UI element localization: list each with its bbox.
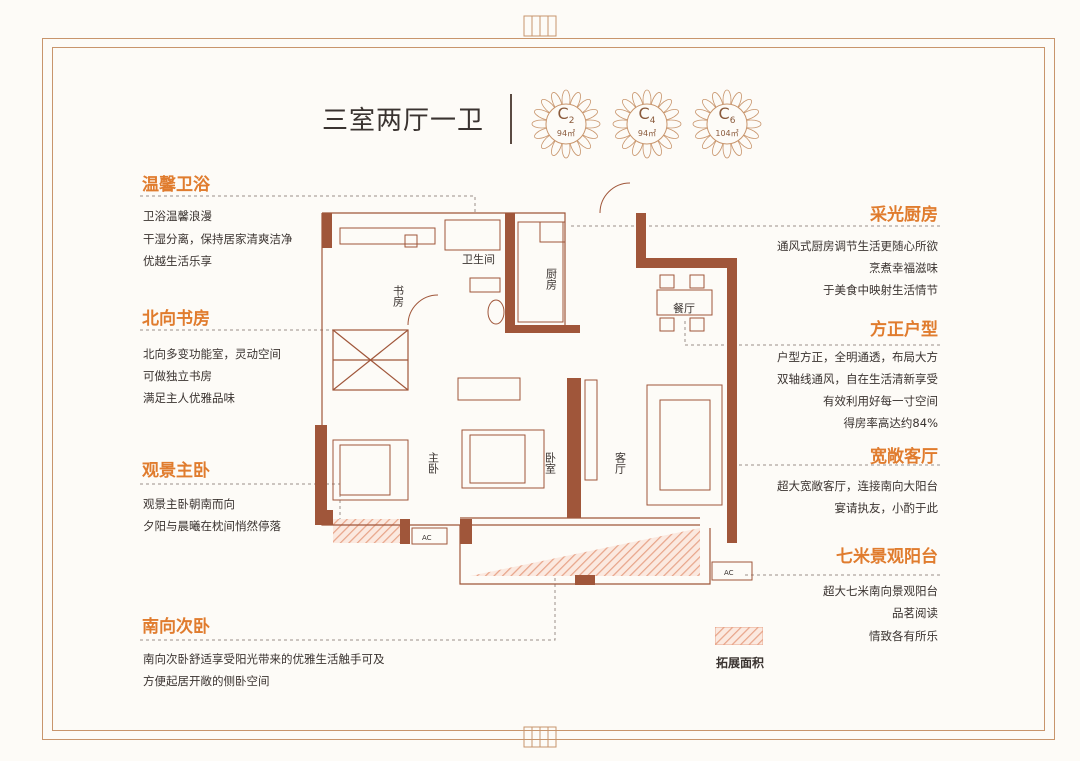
- room-label-study: 书房: [392, 285, 405, 308]
- section-line: 满足主人优雅品味: [143, 391, 235, 405]
- page-title: 三室两厅一卫: [322, 106, 485, 136]
- badge-code: C: [638, 104, 650, 123]
- section-title-second: 南向次卧: [142, 617, 210, 637]
- room-label-living: 客厅: [614, 451, 627, 474]
- room-label-kitchen: 厨房: [545, 268, 558, 291]
- section-line: 超大七米南向景观阳台: [823, 584, 938, 598]
- room-label-bedroom: 卧室: [544, 452, 557, 474]
- section-line: 观景主卧朝南而向: [143, 497, 235, 511]
- section-line: 品茗阅读: [892, 606, 938, 620]
- room-label-bathroom: 卫生间: [462, 252, 495, 266]
- top-frame-ornament: [523, 15, 557, 37]
- badge-c2: C2 94㎡: [530, 88, 602, 160]
- section-title-master: 观景主卧: [142, 461, 210, 481]
- title-divider: [510, 94, 512, 144]
- section-line: 烹煮幸福滋味: [869, 261, 938, 275]
- rosette-icon: [692, 89, 762, 159]
- section-line: 情致各有所乐: [869, 629, 938, 643]
- ac-label: AC: [724, 569, 734, 577]
- walls: [315, 213, 737, 585]
- ac-unit: [711, 561, 753, 581]
- badge-num: 2: [568, 116, 575, 127]
- expansion-legend-swatch: [715, 627, 763, 645]
- expansion-area-master: [333, 519, 401, 543]
- badge-num: 4: [649, 116, 656, 127]
- section-title-balcony: 七米景观阳台: [836, 547, 938, 567]
- badge-area: 104㎡: [715, 129, 739, 138]
- section-line: 户型方正，全明通透，布局大方: [777, 350, 938, 364]
- badge-area: 94㎡: [556, 129, 576, 138]
- badge-code: C: [718, 104, 730, 123]
- rosette-icon: [531, 89, 601, 159]
- section-line: 卫浴温馨浪漫: [143, 209, 212, 223]
- section-title-bath: 温馨卫浴: [142, 175, 210, 195]
- section-line: 夕阳与晨曦在枕间悄然停落: [143, 519, 281, 533]
- section-line: 可做独立书房: [143, 369, 212, 383]
- section-line: 干湿分离，保持居家清爽洁净: [143, 232, 293, 246]
- badge-c4: C4 94㎡: [611, 88, 683, 160]
- section-line: 超大宽敞客厅，连接南向大阳台: [777, 479, 938, 493]
- section-line: 优越生活乐享: [143, 254, 212, 268]
- badge-code: C: [557, 104, 569, 123]
- section-line: 有效利用好每一寸空间: [823, 394, 938, 408]
- ac-unit: [411, 527, 448, 545]
- section-title-layout: 方正户型: [870, 320, 938, 340]
- section-title-living: 宽敞客厅: [870, 447, 938, 467]
- rosette-icon: [612, 89, 682, 159]
- section-line: 于美食中映射生活情节: [823, 283, 938, 297]
- section-line: 方便起居开敞的侧卧空间: [143, 674, 270, 688]
- section-line: 通风式厨房调节生活更随心所欲: [777, 239, 938, 253]
- section-line: 南向次卧舒适享受阳光带来的优雅生活触手可及: [143, 652, 385, 666]
- section-line: 宴请执友，小酌于此: [834, 501, 939, 515]
- room-label-master: 主卧: [427, 452, 440, 474]
- badge-area: 94㎡: [637, 129, 657, 138]
- expansion-area-balcony: [470, 528, 700, 576]
- section-title-kitchen: 采光厨房: [870, 205, 938, 225]
- section-title-study: 北向书房: [142, 309, 210, 329]
- section-line: 双轴线通风，自在生活清新享受: [777, 372, 938, 386]
- expansion-legend-label: 拓展面积: [716, 656, 765, 670]
- section-line: 得房率高达约84%: [843, 416, 938, 430]
- room-label-dining: 餐厅: [673, 301, 695, 315]
- badge-num: 6: [729, 116, 736, 127]
- ac-label: AC: [422, 534, 432, 542]
- section-line: 北向多变功能室，灵动空间: [143, 347, 281, 361]
- bottom-frame-ornament: [523, 726, 557, 748]
- badge-c6: C6 104㎡: [691, 88, 763, 160]
